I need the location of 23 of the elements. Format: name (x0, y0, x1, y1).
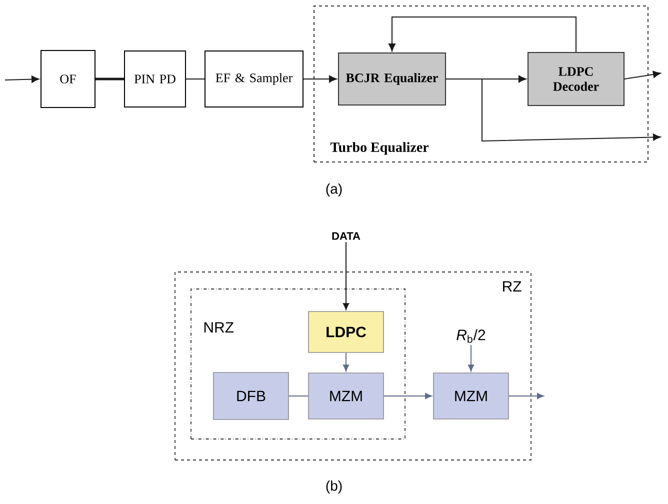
arrow (342, 352, 350, 372)
arrow (4, 76, 40, 83)
arrow (624, 70, 661, 80)
arrow (508, 392, 544, 400)
arrow (446, 78, 661, 142)
process-box: LDPC (308, 311, 384, 353)
arrow (342, 242, 350, 310)
signal-label: DATA (332, 232, 360, 240)
process-box: LDPC Decoder (528, 52, 624, 106)
process-box: MZM (433, 372, 509, 420)
signal-label: R$_{b}$/2 (456, 329, 486, 343)
process-box: DFB (213, 372, 289, 420)
process-box: MZM (308, 372, 384, 420)
process-box: PIN PD (124, 50, 186, 108)
process-box: OF (40, 50, 96, 108)
panel-label: (b) (326, 480, 342, 494)
panel-label: (a) (326, 183, 342, 197)
process-box: BCJR Equalizer (338, 52, 446, 106)
arrow (388, 16, 576, 52)
arrow (383, 392, 432, 400)
arrow (468, 344, 474, 372)
arrow (303, 75, 337, 83)
process-box: EF & Sampler (204, 50, 304, 108)
